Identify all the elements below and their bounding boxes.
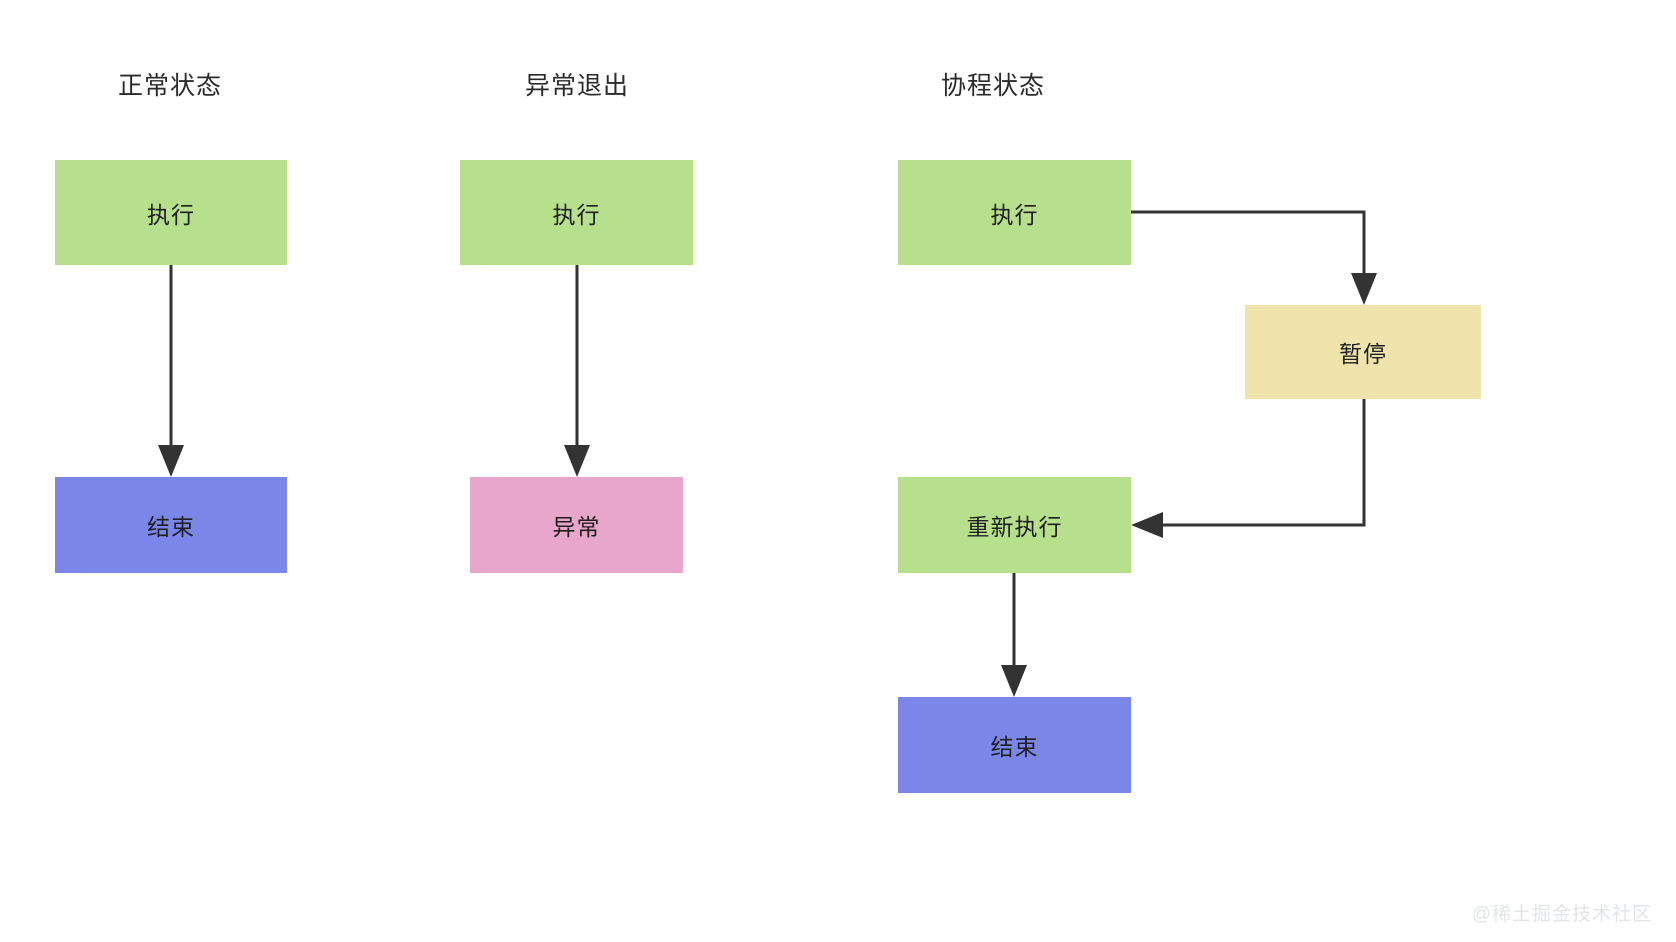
node-coroutine-rerun[interactable]: 重新执行 bbox=[898, 477, 1131, 573]
edge-normal-run-to-end bbox=[158, 265, 184, 477]
node-label: 执行 bbox=[552, 201, 601, 228]
node-label: 结束 bbox=[990, 734, 1039, 760]
edge-coroutine-rerun-to-end bbox=[1001, 573, 1027, 697]
column-title-abnormal: 异常退出 bbox=[524, 72, 630, 100]
node-label: 执行 bbox=[990, 201, 1039, 228]
node-coroutine-run[interactable]: 执行 bbox=[898, 160, 1131, 265]
node-label: 执行 bbox=[147, 201, 195, 228]
node-abnormal-run[interactable]: 执行 bbox=[460, 160, 693, 265]
node-coroutine-pause[interactable]: 暂停 bbox=[1245, 305, 1481, 399]
node-normal-run[interactable]: 执行 bbox=[55, 160, 287, 265]
column-title-coroutine: 协程状态 bbox=[940, 72, 1046, 100]
node-coroutine-end[interactable]: 结束 bbox=[898, 697, 1131, 793]
column-title-normal: 正常状态 bbox=[117, 72, 223, 100]
node-normal-end[interactable]: 结束 bbox=[55, 477, 287, 573]
watermark: @稀土掘金技术社区 bbox=[1471, 904, 1652, 925]
edge-abnormal-run-to-error bbox=[564, 265, 590, 477]
node-label: 结束 bbox=[147, 514, 195, 540]
node-abnormal-error[interactable]: 异常 bbox=[470, 477, 683, 573]
node-label: 异常 bbox=[552, 514, 601, 540]
node-label: 暂停 bbox=[1339, 341, 1387, 367]
edge-coroutine-pause-to-rerun bbox=[1131, 399, 1366, 538]
node-label: 重新执行 bbox=[966, 514, 1063, 540]
edge-coroutine-run-to-pause bbox=[1131, 210, 1377, 305]
